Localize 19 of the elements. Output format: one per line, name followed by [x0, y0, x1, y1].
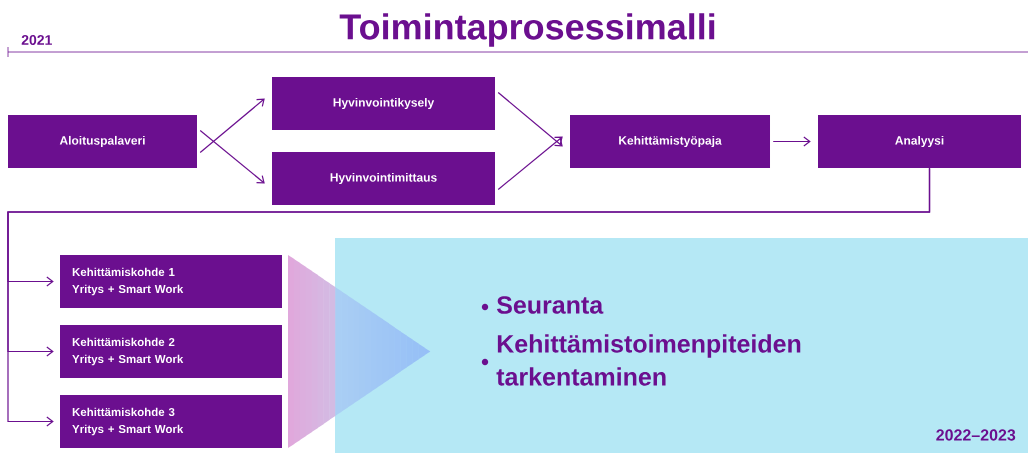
arrow [497, 91, 563, 147]
title: Toimintaprosessimalli [339, 13, 715, 47]
arrow [7, 167, 931, 427]
target-box: Kehittämiskohde 3 Yritys + Smart Work [60, 395, 282, 448]
year-label: 2021 [21, 35, 52, 45]
process-box: Analyysi [818, 115, 1021, 168]
bullet-item: Seuranta [496, 296, 604, 314]
arrow [199, 98, 265, 154]
target-box: Kehittämiskohde 2 Yritys + Smart Work [60, 325, 282, 378]
arrow [497, 136, 563, 191]
arrow [199, 129, 265, 184]
target-box: Kehittämiskohde 1 Yritys + Smart Work [60, 255, 282, 308]
date-range: 2022–2023 [936, 429, 1016, 441]
bullet-item: Kehittämistoimenpiteiden tarkentaminen [496, 334, 801, 386]
process-box: Hyvinvointikysely [272, 77, 495, 130]
arrow [772, 136, 811, 147]
process-box: Kehittämistyöpaja [570, 115, 770, 168]
process-box: Aloituspalaveri [8, 115, 197, 168]
process-box: Hyvinvointimittaus [272, 152, 495, 205]
